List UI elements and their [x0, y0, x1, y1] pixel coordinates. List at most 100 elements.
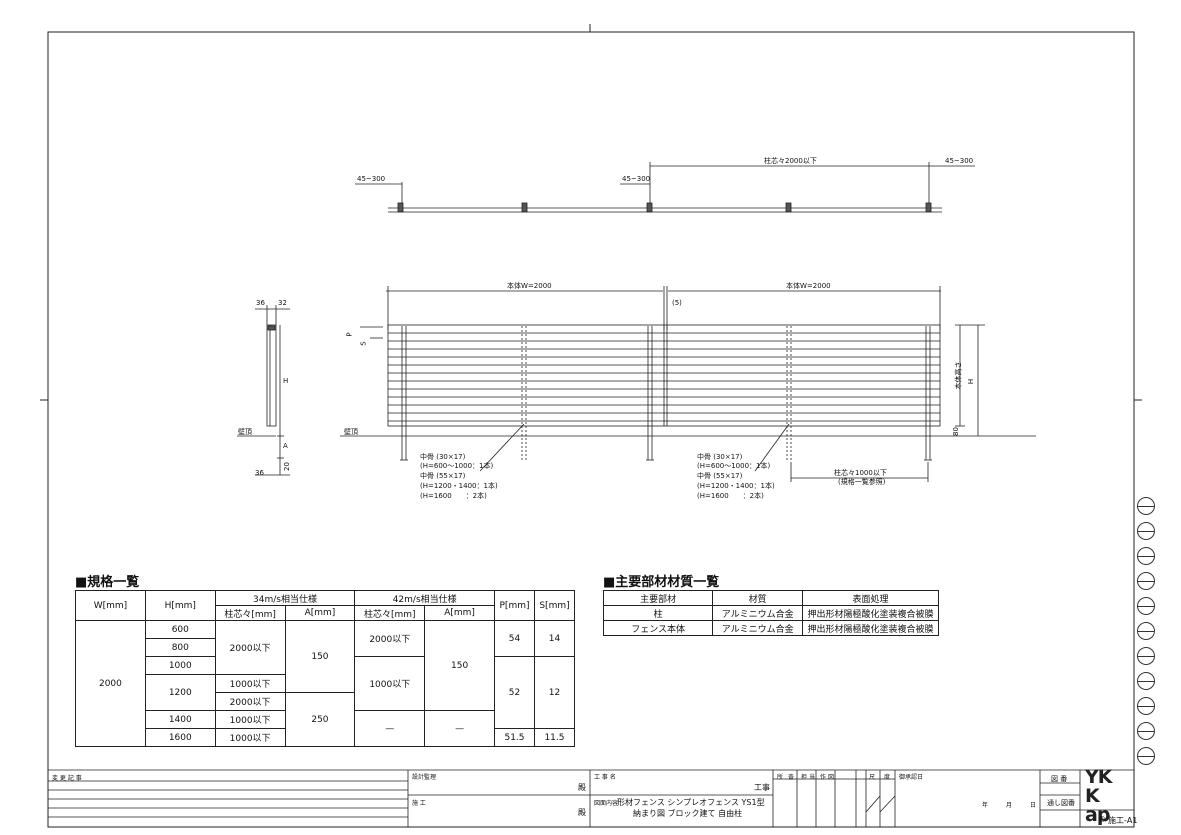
drawing-no-label: 図 番: [1051, 775, 1068, 783]
width-left-label: 本体W=2000: [507, 282, 552, 290]
cell-h-1200: 1200: [144, 674, 216, 711]
date-day: 日: [1030, 802, 1037, 809]
logo-text: YKK ap: [1085, 766, 1112, 826]
side-wall-top: 壁頂: [238, 428, 252, 436]
header-pitch-34: 柱芯々[mm]: [214, 605, 286, 621]
note-right-5: (H=1600 ：2本): [697, 492, 764, 500]
side-dim-36b: 36: [255, 469, 264, 477]
mat-header-finish: 表面処理: [802, 590, 939, 606]
note-left-3: 中骨 (55×17): [420, 472, 466, 480]
header-w: W[mm]: [75, 590, 146, 621]
approval-date-label: 御承認日: [899, 774, 924, 781]
revision-circle: [1137, 697, 1155, 715]
header-pitch-42: 柱芯々[mm]: [354, 605, 426, 621]
note-right-3: 中骨 (55×17): [697, 472, 743, 480]
mat-row1-finish: 押出形材陽極酸化塗装複合被膜: [802, 605, 939, 621]
cell-h-1400: 1400: [144, 710, 216, 729]
note-left-2: (H=600～1000：1本): [420, 462, 494, 470]
revision-circle: [1137, 522, 1155, 540]
note-left-5: (H=1600 ：2本): [420, 492, 487, 500]
stamp-col-4: 当: [809, 774, 816, 781]
mat-row2-finish: 押出形材陽極酸化塗装複合被膜: [802, 620, 939, 636]
cell-pitch34-2: 1000以下: [214, 674, 286, 693]
revision-circle: [1137, 647, 1155, 665]
cell-pitch42-3: —: [354, 710, 426, 747]
side-h: H: [283, 377, 289, 385]
stamp-col-1: 所: [777, 774, 784, 781]
project-suffix: 工事: [754, 783, 770, 792]
cell-h-1600: 1600: [144, 728, 216, 747]
mat-header-part: 主要部材: [602, 590, 714, 606]
gap-label: (5): [672, 299, 682, 307]
material-table-title: ■主要部材材質一覧: [603, 575, 720, 590]
cell-p-2: 52: [494, 656, 535, 729]
cell-p-3: 51.5: [494, 728, 535, 747]
note-left-1: 中骨 (30×17): [420, 453, 466, 461]
mat-row2-part: フェンス本体: [602, 620, 714, 636]
body-height-label: 本体高さ: [954, 361, 963, 390]
date-month: 月: [1006, 802, 1013, 809]
header-p: P[mm]: [494, 590, 535, 621]
title-block-lines: [48, 769, 1134, 827]
stamp-col-5: 作: [820, 774, 827, 781]
plan-offset-left: 45~300: [357, 175, 386, 183]
date-year: 年: [982, 802, 989, 809]
drawing-line-1: 形材フェンス シンプレオフェンス YS1型: [617, 798, 765, 807]
cell-pitch34-3: 2000以下: [214, 692, 286, 711]
header-42ms: 42m/s相当仕様: [354, 590, 496, 606]
side-section-view: [237, 305, 290, 476]
stamp-col-2: 査: [788, 774, 795, 781]
width-right-label: 本体W=2000: [786, 282, 831, 290]
header-a-34: A[mm]: [284, 605, 356, 621]
note-right-4: (H=1200・1400：1本): [697, 482, 775, 490]
spec-table-title: ■規格一覧: [75, 575, 140, 590]
plan-offset-mid: 45~300: [622, 175, 651, 183]
h-label: H: [967, 378, 976, 385]
header-h: H[mm]: [144, 590, 216, 621]
header-s: S[mm]: [533, 590, 576, 621]
cell-w: 2000: [75, 620, 146, 747]
plan-view: [355, 162, 975, 213]
cell-a42-2: —: [424, 710, 496, 747]
elevation-view: [340, 286, 1036, 482]
side-a: A: [283, 442, 288, 450]
note-left-4: (H=1200・1400：1本): [420, 482, 498, 490]
spec-table: W[mm] H[mm] 34m/s相当仕様 42m/s相当仕様 P[mm] S[…: [75, 590, 576, 747]
mat-header-material: 材質: [712, 590, 804, 606]
plan-pitch: 柱芯々2000以下: [764, 157, 817, 165]
cell-s-1: 14: [533, 620, 576, 657]
header-34ms: 34m/s相当仕様: [214, 590, 356, 606]
mat-row1-material: アルミニウム合金: [712, 605, 804, 621]
cell-pitch42-1: 2000以下: [354, 620, 426, 657]
copyright-mark: ©: [1098, 815, 1106, 824]
revision-circle: [1137, 547, 1155, 565]
ykk-ap-logo: YKK ap: [1085, 768, 1133, 825]
revision-circle: [1137, 597, 1155, 615]
cell-pitch34-5: 1000以下: [214, 728, 286, 747]
stamp-col-8: 度: [884, 774, 891, 781]
cell-a34-2: 250: [284, 692, 356, 747]
cell-a34-1: 150: [284, 620, 356, 693]
s-label: S: [359, 341, 368, 346]
cell-pitch42-2: 1000以下: [354, 656, 426, 711]
design-supervision-label: 設計監理: [412, 774, 437, 781]
cell-s-2: 12: [533, 656, 576, 729]
header-a-42: A[mm]: [424, 605, 496, 621]
drawing-line-2: 納まり図 ブロック建て 自由柱: [633, 809, 743, 818]
cell-pitch34-4: 1000以下: [214, 710, 286, 729]
cell-h-1000: 1000: [144, 656, 216, 675]
revision-circle: [1137, 572, 1155, 590]
drawing-content-label: 図面内容: [594, 800, 619, 807]
cell-p-1: 54: [494, 620, 535, 657]
honorific-2: 殿: [578, 808, 586, 817]
stamp-col-6: 図: [828, 774, 835, 781]
pitch-note: 柱芯々1000以下: [834, 469, 887, 477]
cell-s-3: 11.5: [533, 728, 576, 747]
stamp-col-3: 担: [801, 774, 808, 781]
cell-h-800: 800: [144, 638, 216, 657]
mat-row1-part: 柱: [602, 605, 714, 621]
stamp-col-7: 尺: [869, 774, 876, 781]
honorific-1: 殿: [578, 783, 586, 792]
cell-h-600: 600: [144, 620, 216, 639]
